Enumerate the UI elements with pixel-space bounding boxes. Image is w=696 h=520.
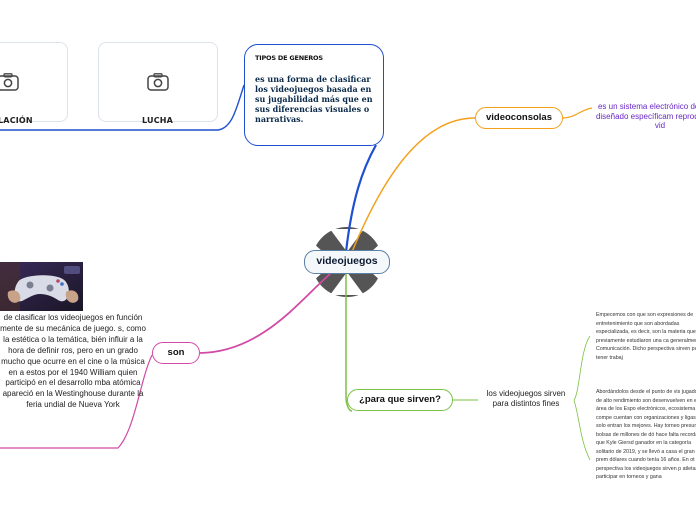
link-son-text bbox=[0, 354, 153, 449]
link-videoconsolas-desc bbox=[562, 107, 593, 119]
camera-icon bbox=[0, 73, 19, 91]
topic-videoconsolas[interactable]: videoconsolas bbox=[475, 107, 563, 129]
subtopic-distintos-fines[interactable]: los videojuegos sirven para distintos fi… bbox=[486, 389, 566, 408]
videoconsolas-description: es un sistema electrónico de hogar diseñ… bbox=[595, 102, 696, 130]
central-topic[interactable]: videojuegos bbox=[304, 250, 390, 274]
topic-para-que-sirven[interactable]: ¿para que sirven? bbox=[347, 389, 453, 411]
para-text-expresiones: Empecemos con que son expresiones de ent… bbox=[596, 312, 696, 361]
topic-tipos-de-generos[interactable]: TIPOS DE GENEROS es una forma de clasifi… bbox=[244, 44, 384, 146]
tipos-title: TIPOS DE GENEROS bbox=[255, 54, 323, 62]
link-central-son bbox=[199, 273, 331, 354]
link-sub-text1 bbox=[573, 335, 591, 401]
tipos-text: es una forma de clasificar los videojueg… bbox=[255, 74, 373, 124]
camera-icon bbox=[147, 73, 169, 91]
link-central-videoconsolas bbox=[351, 117, 476, 253]
image-card-lucha[interactable] bbox=[98, 42, 218, 122]
link-central-tipos bbox=[344, 144, 377, 253]
tipos-underline-link bbox=[0, 84, 245, 131]
controller-photo bbox=[0, 262, 83, 311]
logo-cut-bottom bbox=[330, 272, 364, 295]
son-description: de clasificar los videojuegos en función… bbox=[0, 313, 146, 410]
para-text-jugadores: Abordándolos desde el punto de vis jugad… bbox=[596, 389, 696, 480]
card-label-lucha: LUCHA bbox=[142, 116, 174, 125]
card-label-simulacion: LACIÓN bbox=[0, 116, 33, 125]
link-sub-text2 bbox=[573, 399, 591, 461]
image-card-simulacion[interactable] bbox=[0, 42, 68, 122]
controller-image bbox=[0, 262, 83, 311]
topic-son[interactable]: son bbox=[152, 342, 200, 364]
